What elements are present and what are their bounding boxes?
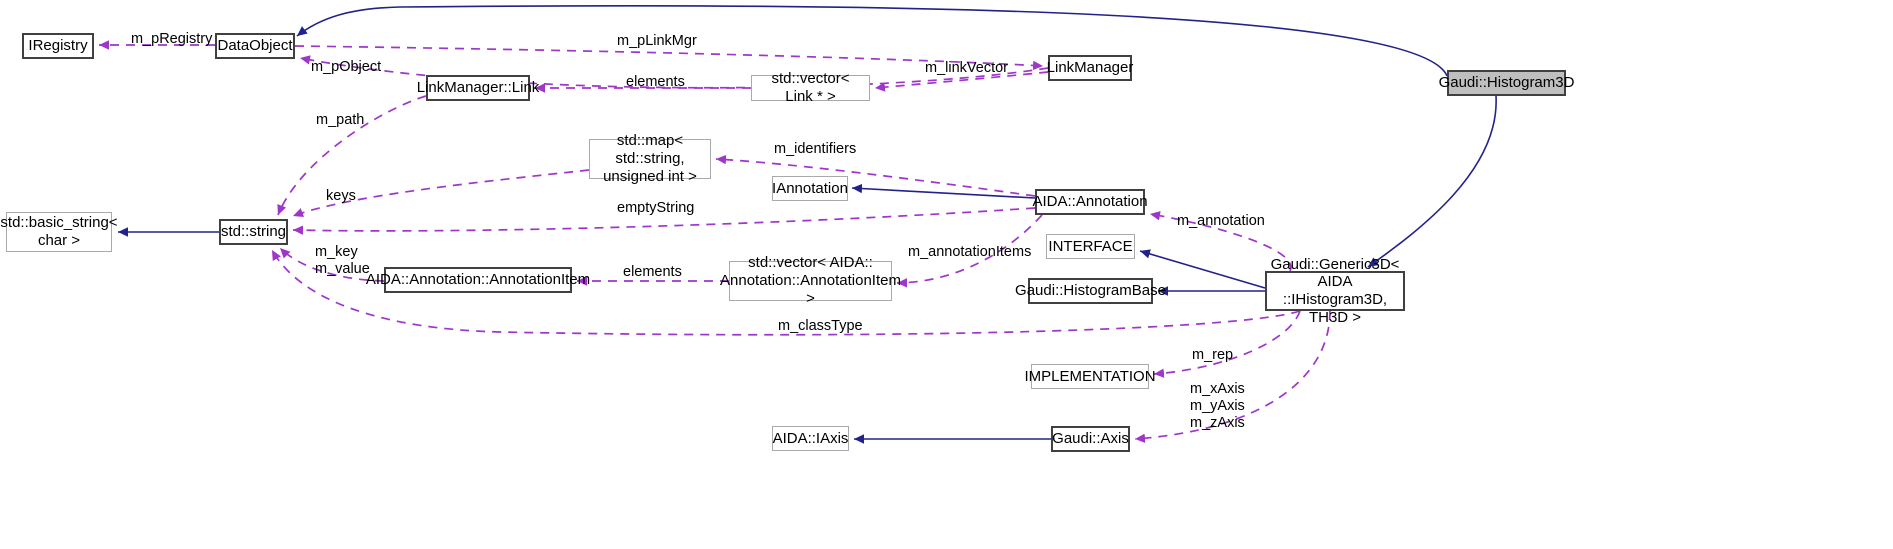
node-std-map-string-uint[interactable]: std::map< std::string, unsigned int > [589,132,711,185]
node-aida-annotation-annotationitem[interactable]: AIDA::Annotation::AnnotationItem [366,267,590,293]
edge-label-elements-link: elements [626,74,685,90]
edge-label-m-annotationitems: m_annotationItems [908,244,1032,260]
node-iregistry[interactable]: IRegistry [22,33,94,59]
node-gaudi-histogram3d[interactable]: Gaudi::Histogram3D [1439,70,1574,96]
node-aida-iaxis[interactable]: AIDA::IAxis [772,426,849,451]
node-gaudi-histogrambase[interactable]: Gaudi::HistogramBase [1015,278,1166,304]
node-linkmanager-link[interactable]: LinkManager::Link [417,75,539,101]
node-aida-annotation[interactable]: AIDA::Annotation [1032,189,1148,215]
edge-label-m-pobject: m_pObject [311,59,382,75]
edge-label-emptystring: emptyString [617,200,695,216]
edge-label-m-classtype: m_classType [778,318,863,334]
node-std-vector-link-ptr[interactable]: std::vector< Link * > [751,70,870,105]
edge-label-m-linkvector: m_linkVector [925,60,1009,76]
edge-label-m-rep: m_rep [1192,347,1234,363]
node-std-basic-string-char[interactable]: std::basic_string< char > [0,212,118,252]
edge-label-m-key-m-value: m_key m_value [315,244,370,278]
node-implementation-template-param[interactable]: IMPLEMENTATION [1024,364,1156,389]
edge-label-keys: keys [326,188,356,204]
node-dataobject[interactable]: DataObject [215,33,295,59]
edge-label-m-plinkmgr: m_pLinkMgr [617,33,697,49]
node-gaudi-generic3d[interactable]: Gaudi::Generic3D< AIDA ::IHistogram3D, T… [1265,256,1405,326]
node-std-string[interactable]: std::string [219,219,288,245]
edge-label-m-axes: m_xAxis m_yAxis m_zAxis [1190,381,1245,432]
node-interface-template-param[interactable]: INTERFACE [1046,234,1135,259]
node-iannotation[interactable]: IAnnotation [772,176,848,201]
node-gaudi-axis[interactable]: Gaudi::Axis [1051,426,1130,452]
edge-label-m-identifiers: m_identifiers [774,141,857,157]
edge-label-elements-item: elements [623,264,682,280]
node-linkmanager[interactable]: LinkManager [1047,55,1133,81]
edge-label-m-pregistry: m_pRegistry [131,31,213,47]
node-std-vector-annotationitem[interactable]: std::vector< AIDA:: Annotation::Annotati… [720,254,901,307]
edge-label-m-annotation: m_annotation [1177,213,1265,229]
edge-label-m-path: m_path [316,112,365,128]
